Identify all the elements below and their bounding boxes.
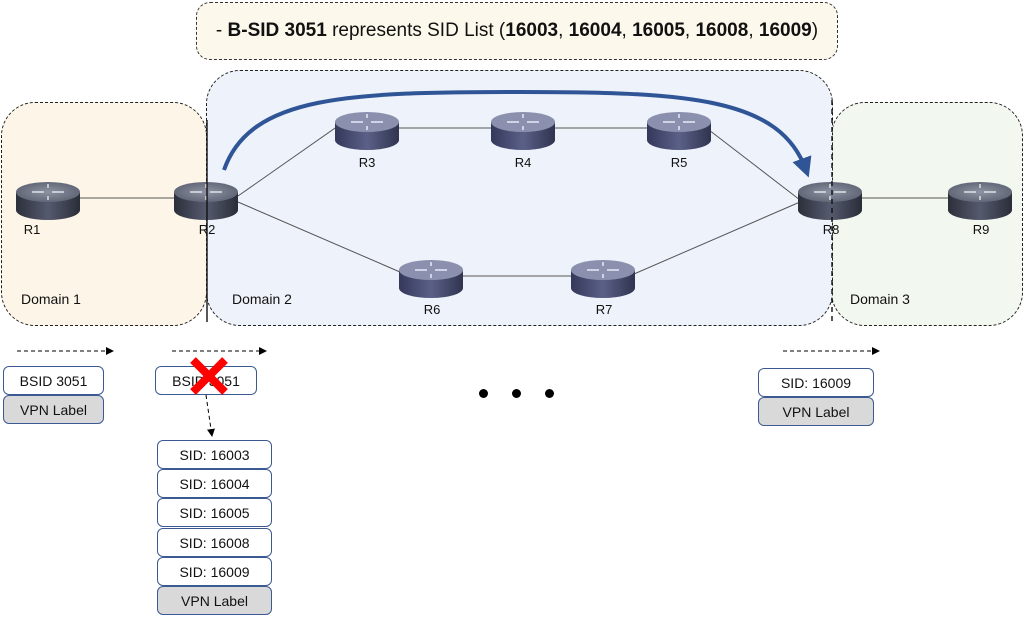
banner-suffix: ) [811, 20, 819, 41]
links [80, 125, 950, 277]
router-label-r8: R8 [822, 222, 840, 237]
ellipsis-dot-2 [512, 389, 521, 398]
expand-arrow [205, 394, 215, 437]
domain-2-label: Domain 2 [232, 291, 292, 307]
router-label-r3: R3 [358, 155, 376, 170]
router-label-r6: R6 [423, 302, 441, 317]
stack1-bsid-label: BSID 3051 [3, 366, 104, 395]
stack2-sid-16003: SID: 16003 [157, 440, 272, 469]
banner-bsid: B-SID 3051 [227, 20, 327, 41]
stack1-vpn-label: VPN Label [3, 395, 104, 424]
router-r2-icon [173, 181, 239, 221]
router-label-r5: R5 [670, 155, 688, 170]
router-r4-icon [490, 111, 556, 151]
ellipsis-dot-1 [479, 389, 488, 398]
router-label-r9: R9 [972, 222, 990, 237]
router-label-r7: R7 [595, 302, 613, 317]
banner-sid-4: 16008 [695, 20, 749, 41]
router-r7-icon [570, 259, 636, 299]
link-r2-r6 [237, 201, 401, 273]
banner-sid-2: 16004 [568, 20, 622, 41]
router-r1-icon [15, 181, 81, 221]
router-r6-icon [398, 259, 464, 299]
stack2-sid-16005: SID: 16005 [157, 498, 272, 527]
router-label-r1: R1 [23, 222, 41, 237]
router-r3-icon [334, 111, 400, 151]
banner-sid-1: 16003 [505, 20, 559, 41]
ellipsis-dot-3 [545, 389, 554, 398]
router-label-r4: R4 [514, 155, 532, 170]
bsid-path-arrow [222, 89, 812, 178]
domain-3-label: Domain 3 [850, 291, 910, 307]
router-r9-icon [947, 181, 1013, 221]
router-r8-icon [797, 181, 863, 221]
stack3-vpn-label: VPN Label [758, 397, 874, 426]
bsid-description-banner: - B-SID 3051 represents SID List (16003,… [196, 2, 838, 60]
router-r5-icon [646, 111, 712, 151]
router-label-r2: R2 [198, 222, 216, 237]
stack2-vpn-label: VPN Label [157, 586, 272, 615]
link-r5-r8 [708, 129, 801, 201]
banner-middle: represents SID List ( [326, 20, 506, 41]
stack3-sid-16009: SID: 16009 [758, 368, 874, 397]
link-r7-r8 [633, 201, 801, 275]
link-r2-r3 [237, 125, 339, 197]
stack2-sid-16004: SID: 16004 [157, 469, 272, 498]
banner-sid-3: 16005 [632, 20, 685, 41]
stack2-sid-16008: SID: 16008 [157, 528, 272, 557]
removed-cross-icon [190, 357, 228, 395]
stack2-sid-16009: SID: 16009 [157, 557, 272, 586]
banner-prefix: - [215, 20, 223, 41]
banner-sid-5: 16009 [758, 20, 812, 41]
domain-1-label: Domain 1 [21, 291, 81, 307]
